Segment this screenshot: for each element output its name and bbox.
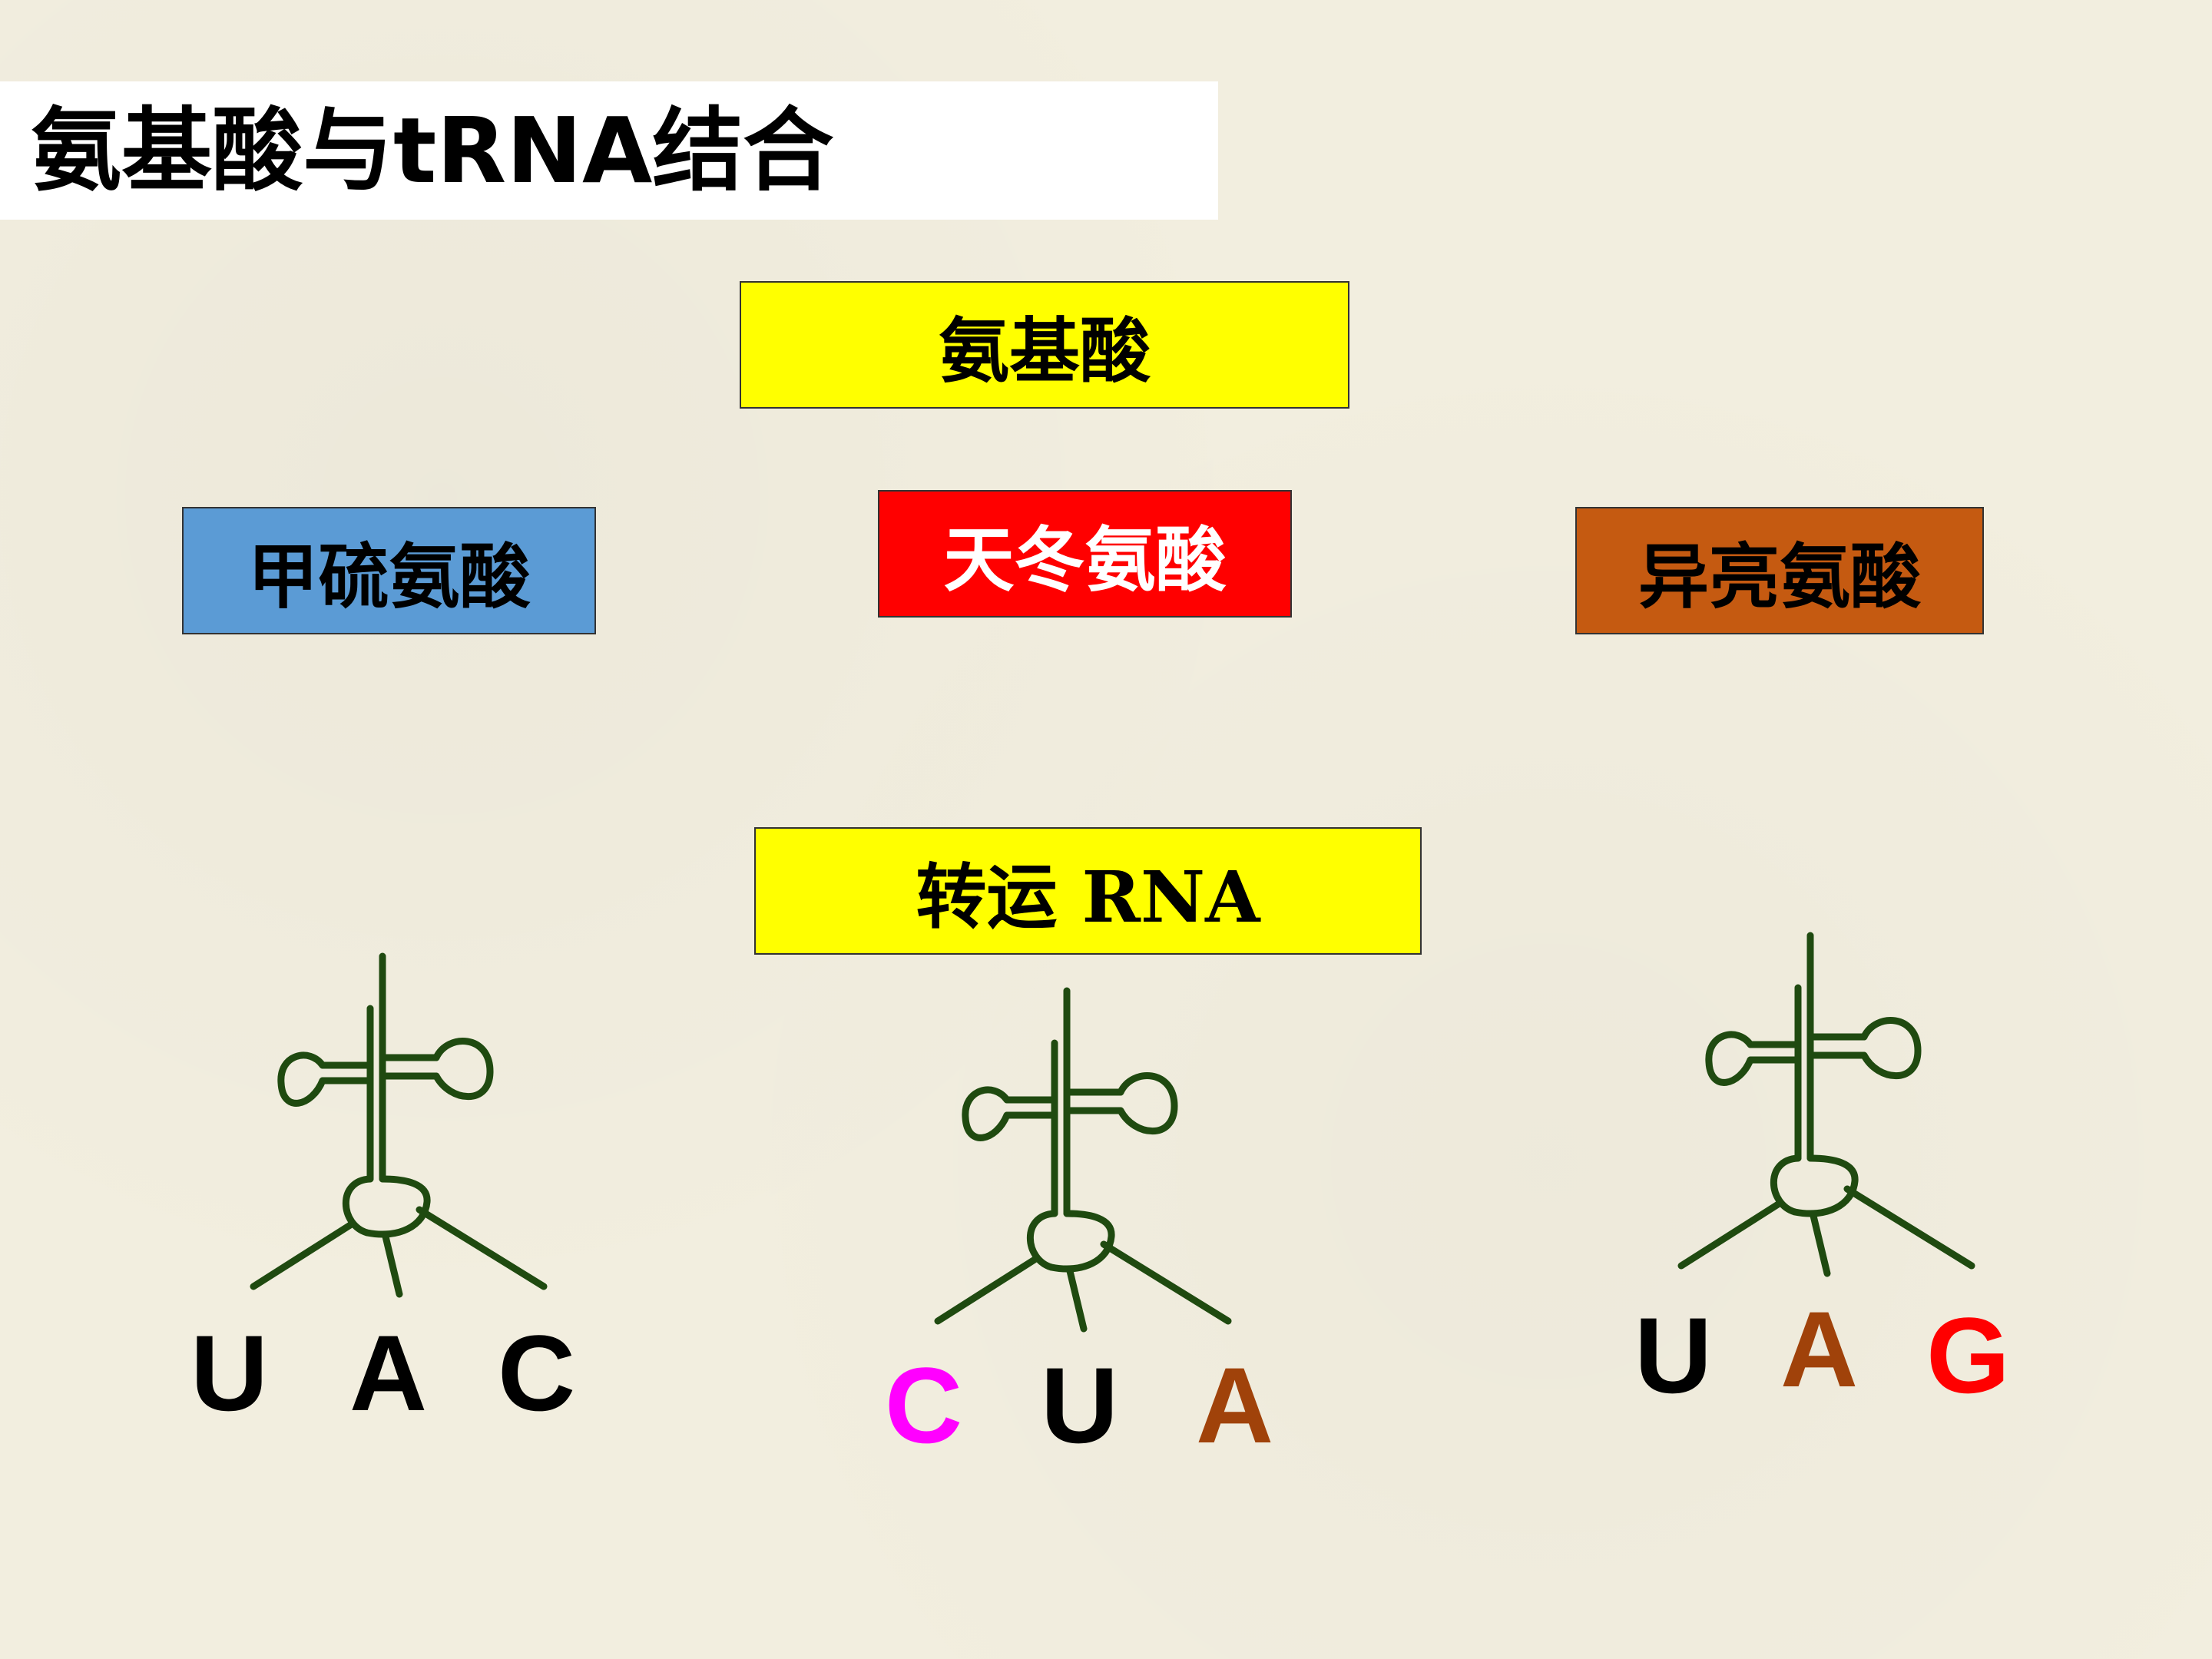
- isoleucine-box: 异亮氨酸: [1575, 507, 1984, 634]
- trna-1-base-2: A: [349, 1313, 428, 1433]
- trna-1-base-1: U: [190, 1313, 269, 1433]
- title-bar: 氨基酸与tRNA结合: [0, 81, 1218, 220]
- methionine-box: 甲硫氨酸: [182, 507, 596, 634]
- amino-acid-label: 氨基酸: [740, 281, 1349, 409]
- trna-3-base-1: U: [1634, 1295, 1713, 1416]
- trna-3-base-3: G: [1926, 1295, 2010, 1416]
- page-title: 氨基酸与tRNA结合: [31, 98, 834, 204]
- trna-2-base-2: U: [1041, 1345, 1119, 1465]
- aspartic-acid-box: 天冬氨酸: [878, 490, 1292, 618]
- trna-2-base-1: C: [885, 1345, 963, 1465]
- trna-label: 转运 RNA: [754, 827, 1422, 955]
- trna-1-base-3: C: [498, 1313, 576, 1433]
- trna-2-base-3: A: [1196, 1345, 1274, 1465]
- trna-3-base-2: A: [1780, 1289, 1859, 1409]
